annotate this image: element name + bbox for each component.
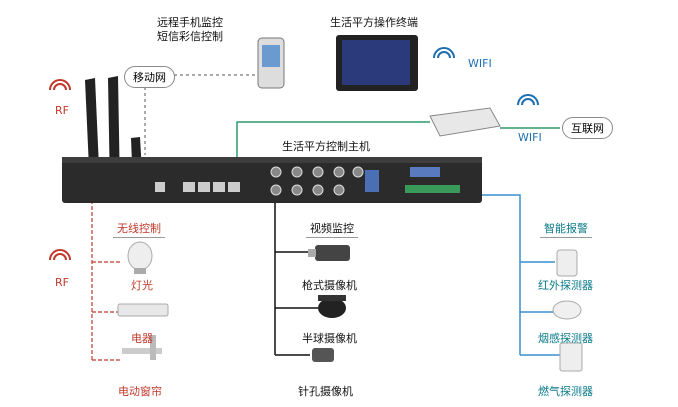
control-host-body xyxy=(62,157,482,203)
rf-icon-left xyxy=(49,249,71,261)
appliance-label: 电器 xyxy=(131,332,153,345)
infrared-device xyxy=(556,249,578,277)
lamp-label: 灯光 xyxy=(131,279,153,292)
wifi-router-label: WIFI xyxy=(518,131,542,144)
router-device xyxy=(429,107,501,137)
video-monitor-header: 视频监控 xyxy=(306,219,358,238)
internet-bubble: 互联网 xyxy=(562,117,613,139)
mobile-network-bubble: 移动网 xyxy=(124,66,175,88)
terminal-title: 生活平方操作终端 xyxy=(330,16,418,29)
wifi-icon-router xyxy=(517,94,539,106)
dome-camera-label: 半球摄像机 xyxy=(302,332,357,345)
gas-label: 燃气探测器 xyxy=(538,385,593,398)
remote-mobile-label-1: 远程手机监控 xyxy=(157,16,223,29)
smoke-label: 烟感探测器 xyxy=(538,332,593,345)
infrared-label: 红外探测器 xyxy=(538,279,593,292)
wifi-top-label: WIFI xyxy=(468,57,492,70)
smoke-device xyxy=(552,300,582,320)
wireless-control-line xyxy=(91,200,122,361)
dome-camera-device xyxy=(318,295,346,318)
rf-left-label: RF xyxy=(55,276,69,289)
curtain-device xyxy=(122,335,162,360)
wireless-control-header: 无线控制 xyxy=(113,219,165,238)
alarm-line xyxy=(470,194,560,356)
wifi-icon xyxy=(433,47,455,59)
gun-camera-label: 枪式摄像机 xyxy=(302,279,357,292)
pinhole-camera-label: 针孔摄像机 xyxy=(298,385,353,398)
curtain-label: 电动窗帘 xyxy=(118,385,162,398)
gun-camera-device xyxy=(308,245,350,261)
video-line xyxy=(274,190,318,356)
smart-alarm-header: 智能报警 xyxy=(540,219,592,238)
appliance-device xyxy=(117,303,169,317)
rf-icon xyxy=(49,79,71,91)
host-title: 生活平方控制主机 xyxy=(282,140,370,153)
rf-top-label: RF xyxy=(55,104,69,117)
remote-mobile-label-2: 短信彩信控制 xyxy=(157,30,223,43)
gas-device xyxy=(559,342,583,372)
pinhole-camera-device xyxy=(312,348,334,362)
lamp-device xyxy=(127,241,153,274)
